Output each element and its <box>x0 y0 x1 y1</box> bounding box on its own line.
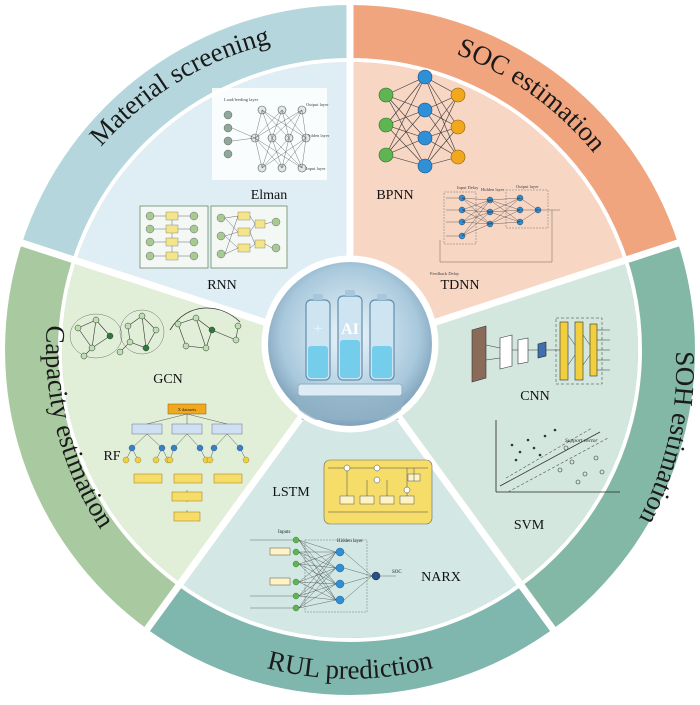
svg-text:Support vector: Support vector <box>565 438 598 444</box>
elman-network-figure: Load/feeding layer Output layer Hidden l… <box>212 88 330 180</box>
svg-text:X datasets: X datasets <box>178 407 197 412</box>
bpnn-label: BPNN <box>376 188 413 203</box>
svg-text:Output layer: Output layer <box>306 102 329 107</box>
cnn-label: CNN <box>520 389 550 404</box>
rnn-label: RNN <box>207 278 237 293</box>
svg-text:Hidden layer: Hidden layer <box>306 133 330 138</box>
svg-text:Inputs: Inputs <box>278 530 291 535</box>
rf-figure: X datasets <box>122 403 250 522</box>
gcn-figure <box>69 307 242 360</box>
bpnn-figure <box>378 69 466 174</box>
plus-sign: + <box>313 321 322 338</box>
tdnn-label: TDNN <box>441 278 480 293</box>
svm-label: SVM <box>514 518 545 533</box>
rnn-figure <box>139 205 288 269</box>
ai-label: AI <box>341 321 359 338</box>
cnn-figure <box>471 317 610 385</box>
svg-text:Feedback Delay: Feedback Delay <box>430 271 460 276</box>
svg-text:Input layer: Input layer <box>306 166 326 171</box>
lstm-label: LSTM <box>272 485 310 500</box>
tdnn-figure: Input Delay Hidden layer Output layer Fe… <box>430 184 560 276</box>
elman-label: Elman <box>251 188 288 203</box>
svg-text:Hidden layer: Hidden layer <box>337 539 363 544</box>
sector-soc-inner <box>350 62 624 350</box>
svg-text:Input Delay: Input Delay <box>457 185 479 190</box>
gcn-label: GCN <box>153 372 183 387</box>
svm-figure: Support vector <box>495 420 620 493</box>
lstm-figure <box>323 459 433 525</box>
svg-text:Output layer: Output layer <box>516 184 539 189</box>
svg-text:Hidden layer: Hidden layer <box>481 187 505 192</box>
center-battery-illustration: + AI <box>261 255 439 433</box>
narx-figure: Inputs Hidden layer SOC <box>250 530 402 613</box>
inner-ring-border <box>58 58 642 642</box>
svg-text:Load/feeding layer: Load/feeding layer <box>224 97 259 102</box>
narx-label: NARX <box>421 570 461 585</box>
rf-label: RF <box>103 449 120 464</box>
battery-cells-icon <box>305 290 395 381</box>
svg-text:SOC: SOC <box>392 570 402 575</box>
